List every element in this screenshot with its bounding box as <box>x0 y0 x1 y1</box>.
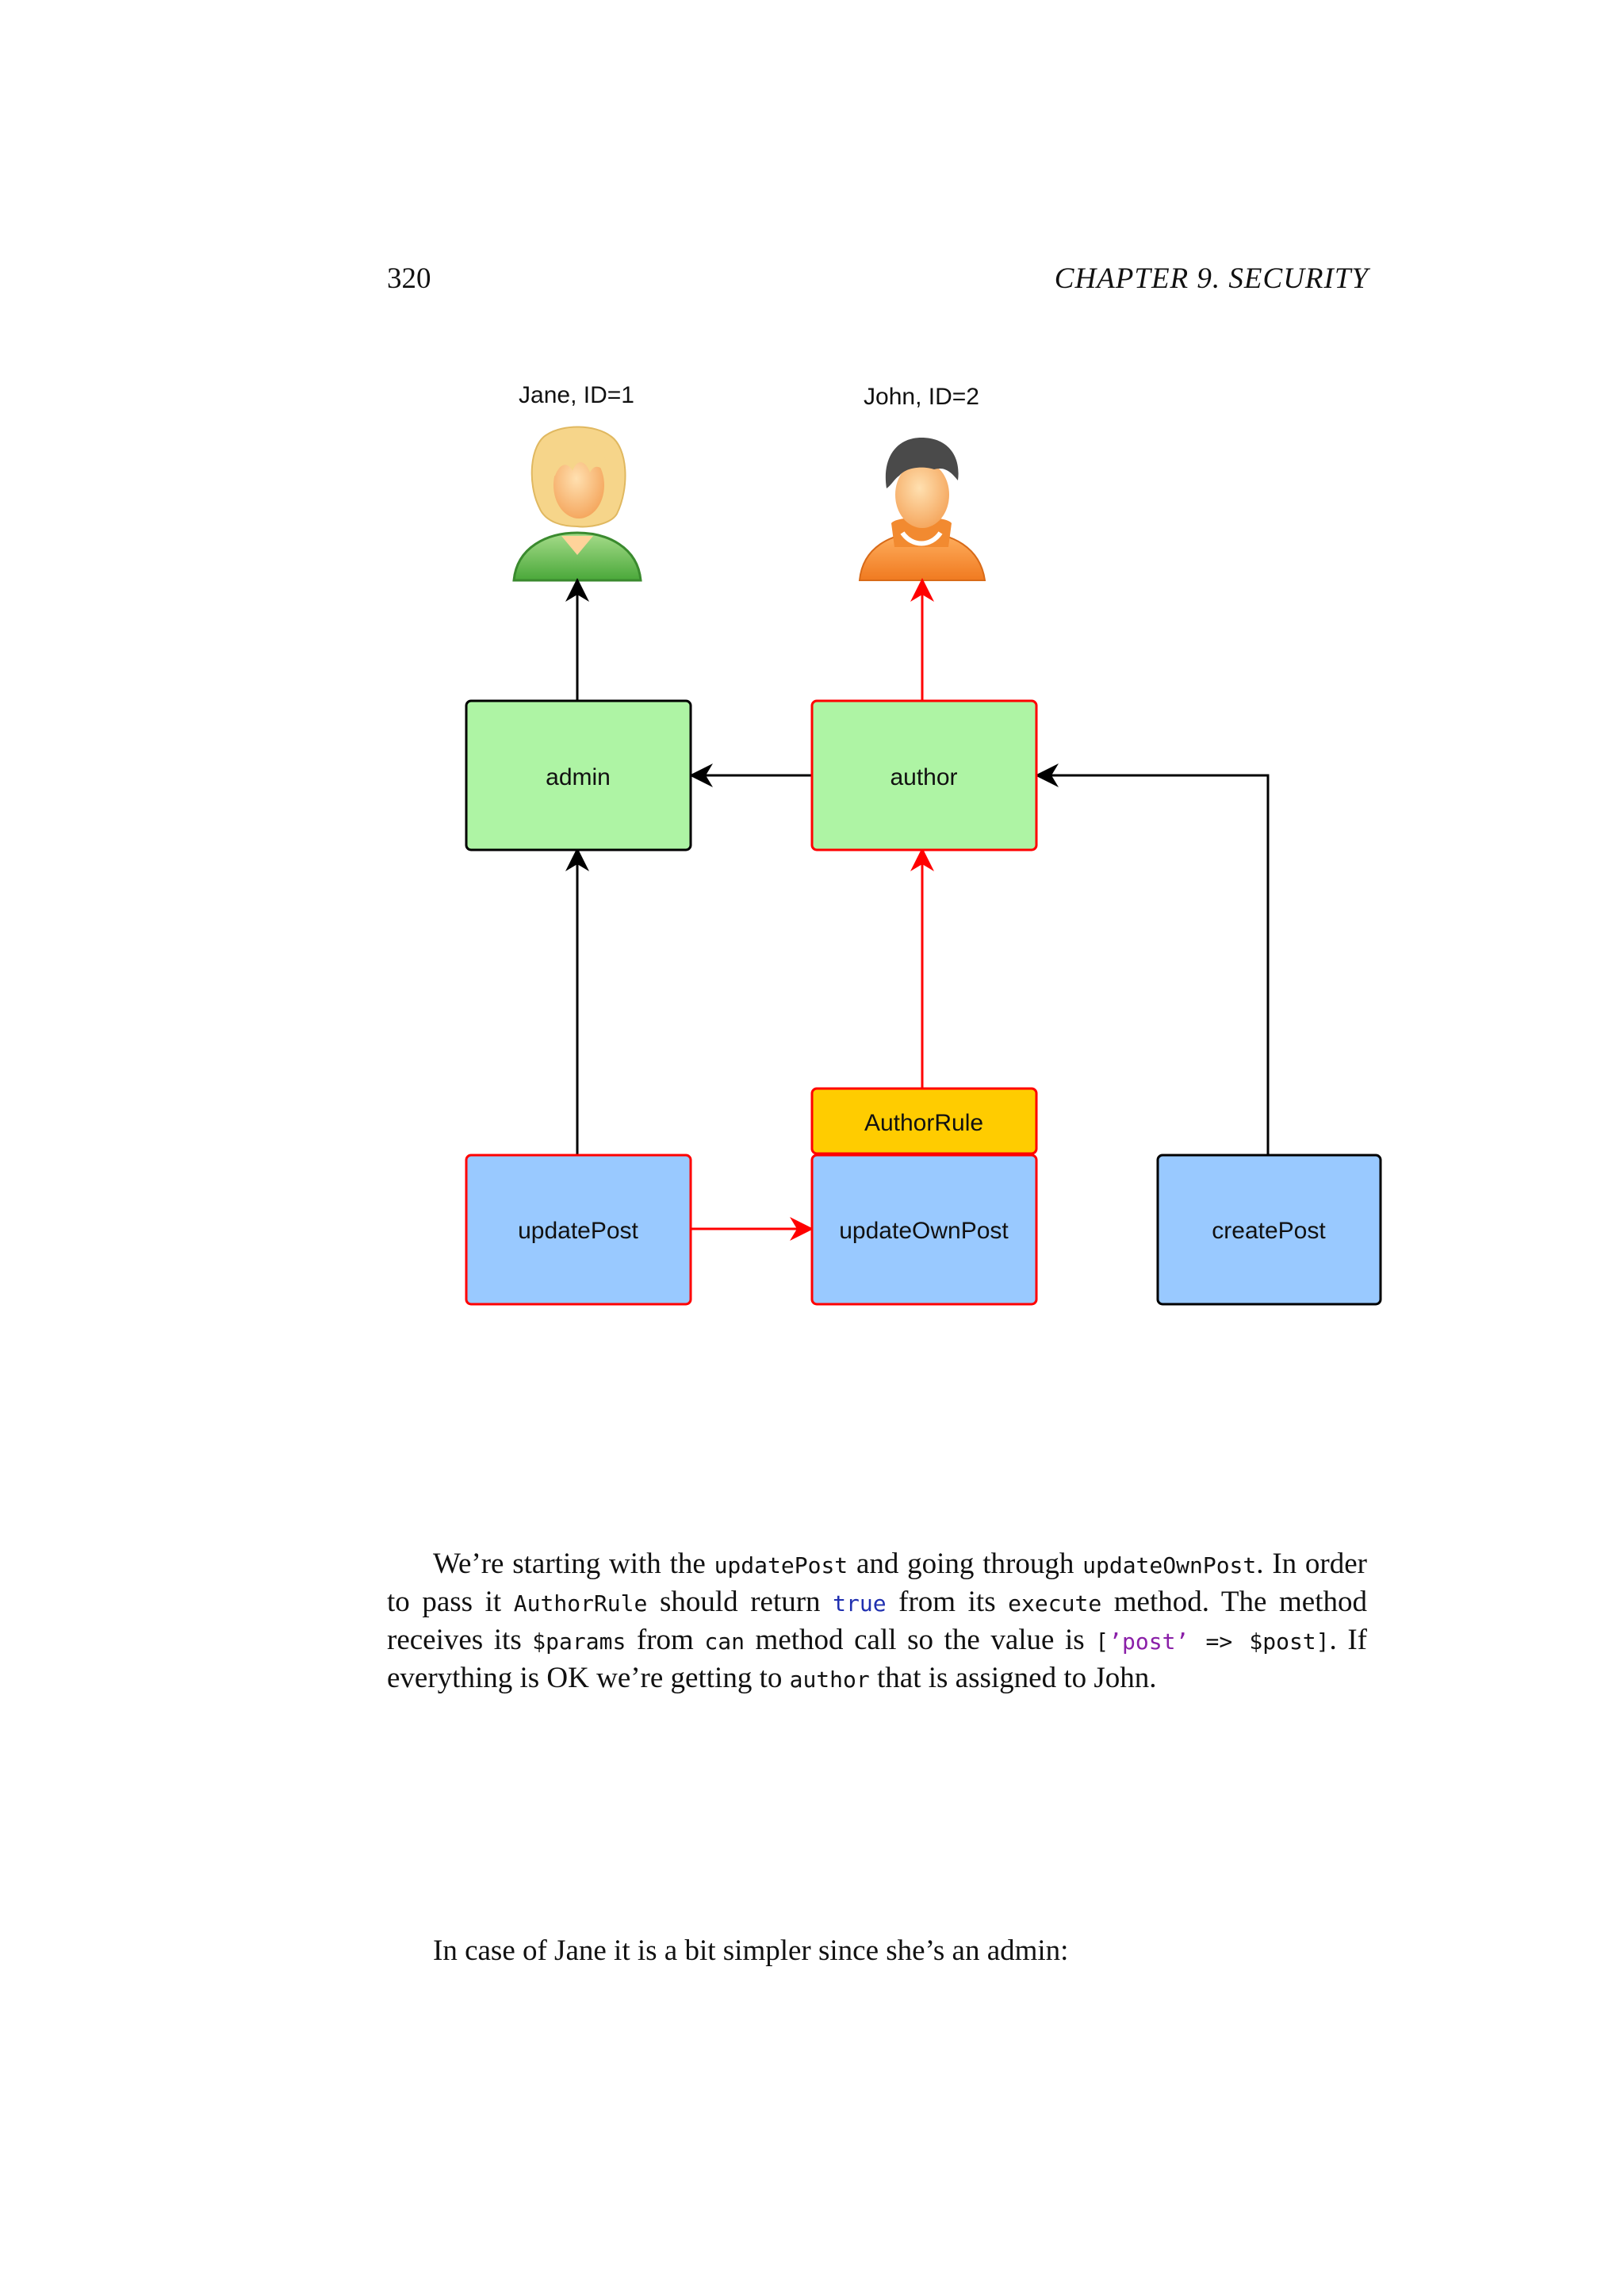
permission-label-createpost: createPost <box>1212 1218 1326 1244</box>
rule-box-authorrule <box>810 1087 1038 1155</box>
code-params-value: [’post’ => $post] <box>1095 1628 1330 1655</box>
code-authorrule: AuthorRule <box>513 1590 648 1617</box>
code-execute: execute <box>1008 1590 1102 1617</box>
permission-label-updatepost: updatePost <box>518 1218 638 1244</box>
male-user-icon <box>858 438 986 581</box>
role-box-admin <box>465 699 692 851</box>
arrow-createpost-to-author <box>1035 763 1270 1154</box>
code-can: can <box>704 1628 745 1655</box>
permission-box-updateownpost <box>810 1154 1038 1306</box>
code-updatepost: updatePost <box>714 1552 848 1578</box>
page-number: 320 <box>387 262 431 295</box>
code-updateownpost: updateOwnPost <box>1082 1552 1257 1578</box>
code-params: $params <box>532 1628 626 1655</box>
role-label-author: author <box>890 764 957 790</box>
paragraph-authorrule-explanation: We’re starting with the updatePost and g… <box>387 1548 1367 1694</box>
permission-box-createpost <box>1156 1154 1382 1306</box>
permission-label-updateownpost: updateOwnPost <box>839 1218 1009 1244</box>
code-true: true <box>833 1590 887 1617</box>
paragraph-jane-admin: In case of Jane it is a bit simpler sinc… <box>433 1934 1069 1967</box>
rule-label-authorrule: AuthorRule <box>864 1110 983 1136</box>
user-label-john: John, ID=2 <box>864 384 979 410</box>
chapter-heading: CHAPTER 9. SECURITY <box>1054 262 1369 295</box>
rbac-diagram: Jane, ID=1 John, ID=2 admin author Autho… <box>465 382 1382 1306</box>
code-author: author <box>789 1667 870 1693</box>
female-user-icon <box>512 426 642 582</box>
role-box-author <box>810 699 1038 851</box>
role-label-admin: admin <box>546 764 611 790</box>
permission-box-updatepost <box>465 1154 692 1306</box>
user-label-jane: Jane, ID=1 <box>519 382 634 408</box>
